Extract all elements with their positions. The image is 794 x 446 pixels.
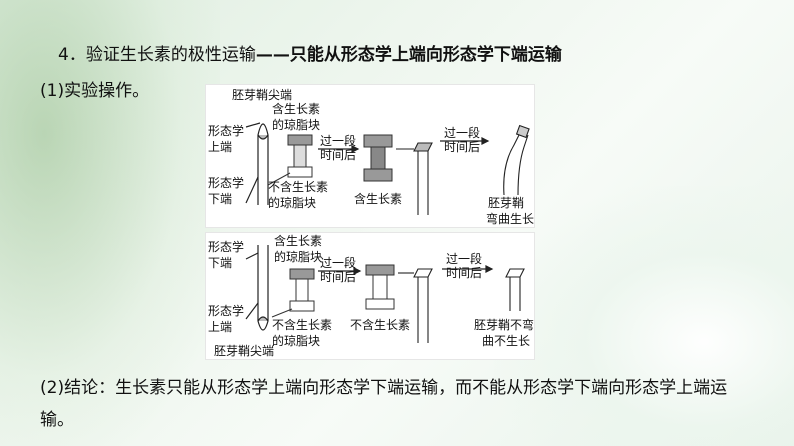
result-label-1: 胚芽鞘 xyxy=(488,196,524,210)
arrow-4 xyxy=(442,265,494,273)
section-heading: 4．验证生长素的极性运输——只能从形态学上端向形态学下端运输 xyxy=(58,40,562,65)
label2-tip: 胚芽鞘尖端 xyxy=(214,344,274,358)
label2-upper-2: 下端 xyxy=(208,256,232,270)
agar-stack-1b xyxy=(363,134,393,182)
subheading: (1)实验操作。 xyxy=(40,81,150,101)
result-label-2: 弯曲生长 xyxy=(486,211,534,226)
arrow1-label-2: 时间后 xyxy=(320,148,356,162)
label-upper-end-2: 上端 xyxy=(208,140,232,154)
diagram-2: 形态学 下端 形态学 上端 胚芽鞘尖端 含生长素 的琼脂块 不含生长素 的琼脂块… xyxy=(208,233,534,358)
arrow2-2-label-2: 时间后 xyxy=(446,266,482,280)
straight-coleoptile-2 xyxy=(505,268,525,311)
coleoptile-2 xyxy=(245,245,269,331)
agar-stack-2b xyxy=(365,264,395,310)
heading-number: 4． xyxy=(58,45,86,65)
label-block-with-2: 的琼脂块 xyxy=(272,117,320,132)
diagram-panel-2: 形态学 下端 形态学 上端 胚芽鞘尖端 含生长素 的琼脂块 不含生长素 的琼脂块… xyxy=(205,232,535,360)
label2-lower-2: 上端 xyxy=(208,320,232,334)
stem-with-block-1 xyxy=(396,142,433,215)
label2-lower-1: 形态学 xyxy=(208,303,244,318)
arrow-3 xyxy=(318,267,362,275)
label-tip: 胚芽鞘尖端 xyxy=(232,88,292,102)
coleoptile-1 xyxy=(245,122,269,205)
bent-coleoptile-1 xyxy=(503,124,530,196)
label2-block-without-2: 的琼脂块 xyxy=(272,333,320,348)
arrow2-label-1: 过一段 xyxy=(444,125,480,140)
conclusion-text: (2)结论：生长素只能从形态学上端向形态学下端运输，而不能从形态学下端向形态学上… xyxy=(40,378,728,430)
result2-label-2: 曲不生长 xyxy=(482,334,530,348)
middle-label-1: 含生长素 xyxy=(354,191,402,206)
result2-label-1: 胚芽鞘不弯 xyxy=(474,317,534,332)
label-block-without-2: 的琼脂块 xyxy=(268,195,316,210)
diagram-1: 胚芽鞘尖端 形态学 上端 形态学 下端 含生长素 的琼脂块 不含生长素 的琼脂块… xyxy=(208,88,534,226)
agar-stack-1 xyxy=(267,134,313,186)
heading-text: 验证生长素的极性运输 xyxy=(85,45,256,65)
label2-block-with-1: 含生长素 xyxy=(274,233,322,248)
background-flower xyxy=(494,186,794,446)
agar-stack-2 xyxy=(271,268,315,318)
label2-upper-1: 形态学 xyxy=(208,239,244,254)
label2-block-with-2: 的琼脂块 xyxy=(274,249,322,264)
background-leaves xyxy=(0,0,220,446)
arrow1-label-1: 过一段 xyxy=(320,133,356,148)
arrow2-1-label-2: 时间后 xyxy=(320,270,356,284)
diagram-panel-1: 胚芽鞘尖端 形态学 上端 形态学 下端 含生长素 的琼脂块 不含生长素 的琼脂块… xyxy=(205,84,535,228)
label-block-with-1: 含生长素 xyxy=(272,101,320,116)
label-lower-end-2: 下端 xyxy=(208,192,232,206)
arrow2-label-2: 时间后 xyxy=(444,140,480,154)
heading-bold-text: ——只能从形态学上端向形态学下端运输 xyxy=(255,45,562,65)
label2-block-without-1: 不含生长素 xyxy=(272,317,332,332)
label-lower-end-1: 形态学 xyxy=(208,175,244,190)
arrow-2 xyxy=(440,137,490,145)
arrow-1 xyxy=(318,145,360,153)
middle2-label: 不含生长素 xyxy=(350,317,410,332)
label-upper-end-1: 形态学 xyxy=(208,123,244,138)
arrow2-2-label-1: 过一段 xyxy=(446,251,482,266)
label-block-without-1: 不含生长素 xyxy=(268,179,328,194)
stem-with-block-2 xyxy=(398,268,433,343)
arrow2-1-label-1: 过一段 xyxy=(320,255,356,270)
